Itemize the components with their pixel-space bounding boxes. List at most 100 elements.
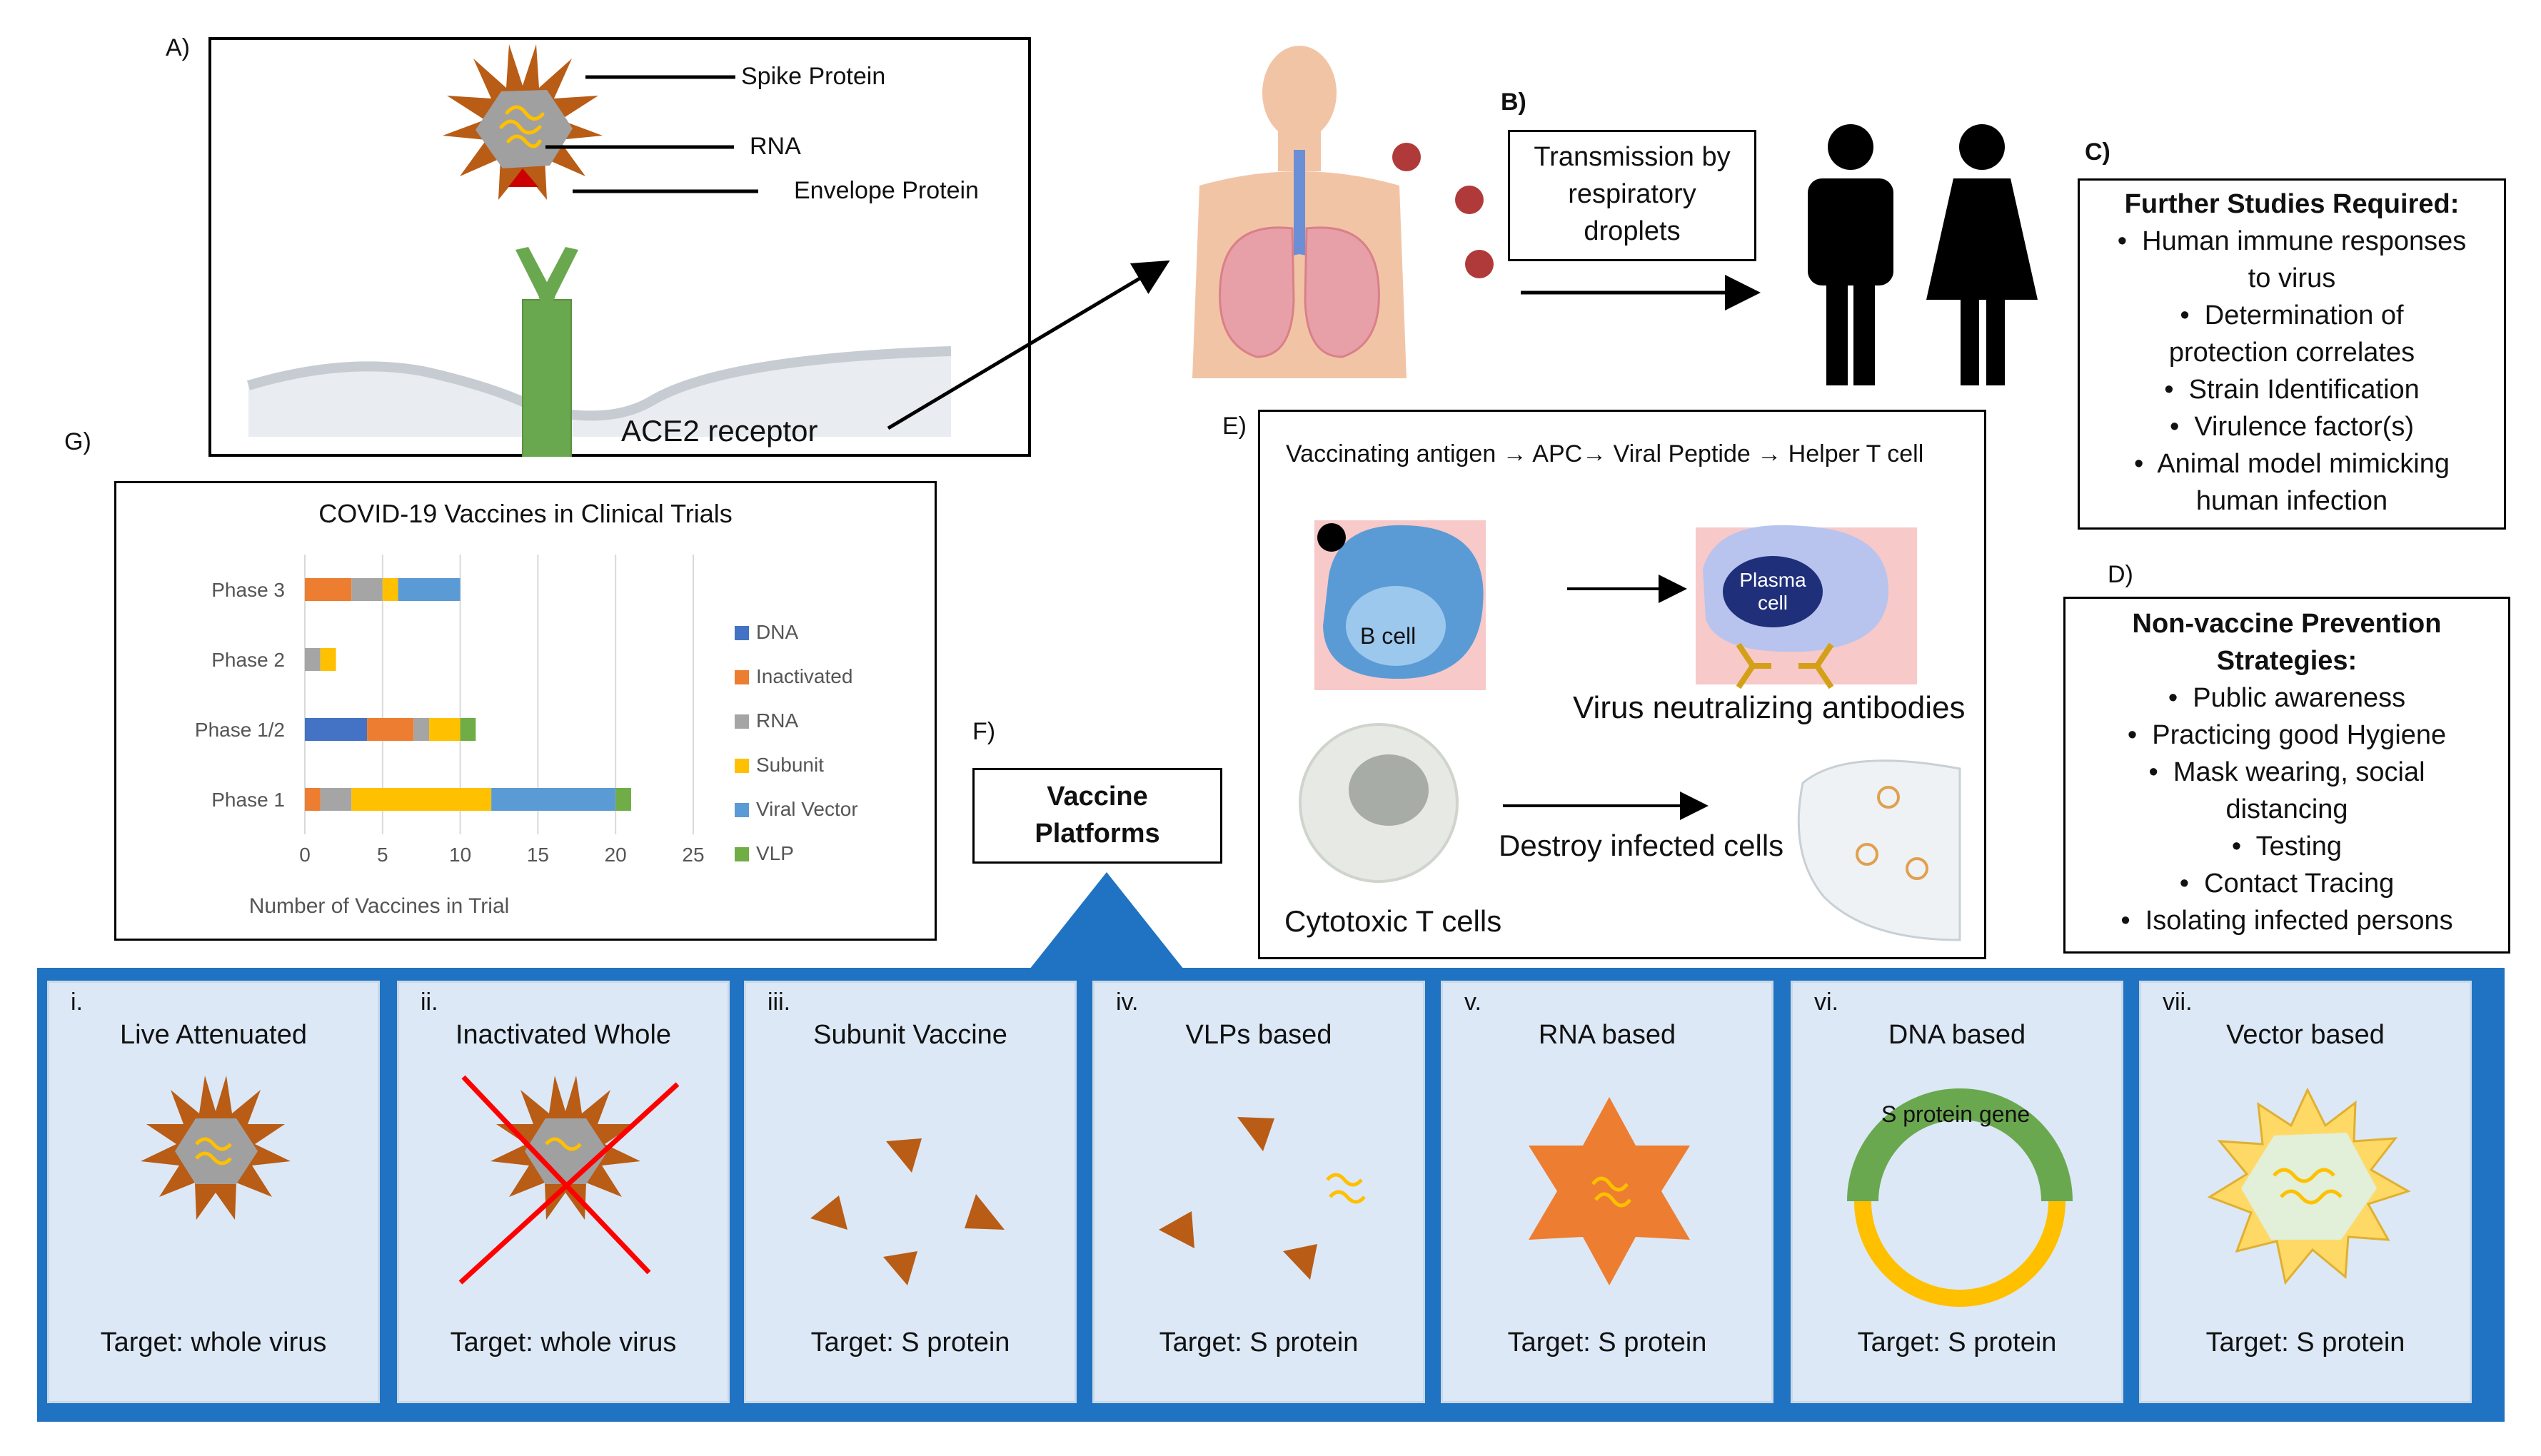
prevention-title-1: Non-vaccine Prevention <box>2132 609 2442 639</box>
envelope-protein-label: Envelope Protein <box>794 177 979 204</box>
transmission-line-1: Transmission by <box>1534 142 1731 172</box>
bar-segment <box>491 788 616 811</box>
rna-label: RNA <box>750 133 801 160</box>
vector-virus-icon <box>2207 1087 2411 1285</box>
x-tick-label: 0 <box>299 844 311 866</box>
vaccine-platform-card: vii. Vector based Target: S protein <box>2139 981 2472 1403</box>
platform-target: Target: S protein <box>810 1328 1010 1358</box>
antigen-pathway: Vaccinating antigen → APC→ Viral Peptide… <box>1286 440 1924 467</box>
vaccine-platforms-box: Vaccine Platforms <box>972 768 1222 864</box>
infected-cell-virus-icons <box>1856 786 1928 880</box>
panel-a-letter: A) <box>166 34 190 61</box>
plasma-cell-label-2: cell <box>1757 592 1788 614</box>
platform-illustration <box>1529 1097 1690 1285</box>
legend-entry: Inactivated <box>756 665 852 687</box>
bar-segment <box>305 648 321 671</box>
vaccine-platforms-title-1: Vaccine <box>1047 782 1148 812</box>
platform-number: v. <box>1464 989 1481 1016</box>
subunit-proteins-icon <box>810 1138 1005 1285</box>
platform-target: Target: S protein <box>1159 1328 1359 1358</box>
chart-xlabel: Number of Vaccines in Trial <box>248 894 510 918</box>
prevention-item: • Public awareness <box>2168 683 2406 713</box>
platform-number: vii. <box>2163 989 2193 1016</box>
vaccine-platforms-title-2: Platforms <box>1035 819 1160 849</box>
transmission-line-2: respiratory <box>1568 179 1696 209</box>
x-tick-label: 15 <box>527 844 549 866</box>
legend-swatch <box>735 803 749 817</box>
vaccine-platform-card: ii. Inactivated Whole Target: whole viru… <box>397 981 730 1403</box>
platform-target: Target: whole virus <box>100 1328 327 1358</box>
bar-segment <box>460 718 476 741</box>
prevention-box: Non-vaccine Prevention Strategies: • Pub… <box>2063 597 2510 954</box>
platform-number: iv. <box>1116 989 1139 1016</box>
platform-number: vi. <box>1814 989 1838 1016</box>
legend-swatch <box>735 714 749 729</box>
x-tick-label: 5 <box>377 844 388 866</box>
bar-segment <box>429 718 461 741</box>
panel-g-letter: G) <box>64 428 91 455</box>
platform-title: Live Attenuated <box>120 1020 307 1050</box>
destroy-infected-cells-label: Destroy infected cells <box>1499 829 1784 862</box>
woman-icon <box>1926 124 2038 385</box>
legend-swatch <box>735 847 749 861</box>
bar-segment <box>413 718 430 741</box>
ace2-receptor-label: ACE2 receptor <box>621 414 818 448</box>
category-label: Phase 1 <box>211 789 285 811</box>
inactivated-virus-icon <box>458 1075 680 1285</box>
platform-title: DNA based <box>1888 1020 2026 1050</box>
platform-title: VLPs based <box>1185 1020 1332 1050</box>
platform-number: iii. <box>768 989 791 1016</box>
category-label: Phase 1/2 <box>195 719 285 741</box>
bar-segment <box>615 788 631 811</box>
panel-d-letter: D) <box>2108 561 2133 588</box>
transmission-line-3: droplets <box>1584 216 1681 246</box>
transmission-box: Transmission by respiratory droplets <box>1508 130 1756 261</box>
antigen-dot <box>1317 523 1346 552</box>
panel-b-letter: B) <box>1501 89 1526 116</box>
x-tick-label: 10 <box>449 844 471 866</box>
further-studies-item: protection correlates <box>2168 338 2415 368</box>
x-tick-label: 25 <box>682 844 704 866</box>
vaccine-platform-card: i. Live Attenuated Target: whole virus <box>47 981 380 1403</box>
chart-title: COVID-19 Vaccines in Clinical Trials <box>318 499 733 528</box>
vaccine-platform-card: v. RNA based Target: S protein <box>1441 981 1773 1403</box>
bar-segment <box>367 718 414 741</box>
prevention-item: • Mask wearing, social <box>2148 757 2425 787</box>
platform-illustration <box>2207 1087 2411 1285</box>
category-label: Phase 3 <box>211 579 285 601</box>
platform-number: i. <box>71 989 83 1016</box>
prevention-item: • Contact Tracing <box>2179 869 2395 899</box>
vlp-icon <box>1159 1117 1366 1280</box>
platform-title: RNA based <box>1538 1020 1676 1050</box>
platform-target: Target: S protein <box>2205 1328 2405 1358</box>
platform-number: ii. <box>421 989 438 1016</box>
platform-target: Target: whole virus <box>450 1328 677 1358</box>
further-studies-title: Further Studies Required: <box>2124 189 2460 219</box>
further-studies-item: • Human immune responses <box>2117 226 2467 256</box>
bar-segment <box>351 578 383 601</box>
legend-swatch <box>735 626 749 640</box>
prevention-item: • Testing <box>2231 831 2343 861</box>
further-studies-item: • Determination of <box>2180 300 2404 330</box>
rna-star-icon <box>1529 1097 1690 1285</box>
immune-cells-illustration <box>1299 520 1961 941</box>
man-icon <box>1808 124 1893 385</box>
prevention-item: distancing <box>2225 794 2348 824</box>
s-protein-gene-label: S protein gene <box>1881 1101 2031 1127</box>
further-studies-item: • Animal model mimicking <box>2134 449 2450 479</box>
bar-segment <box>305 578 352 601</box>
legend-entry: Viral Vector <box>756 798 858 820</box>
panel-f-letter: F) <box>972 718 996 745</box>
further-studies-item: human infection <box>2195 486 2388 516</box>
platform-illustration <box>1847 1088 2073 1307</box>
prevention-item: • Isolating infected persons <box>2120 906 2453 936</box>
platform-target: Target: S protein <box>1857 1328 2057 1358</box>
droplet-virus-icons <box>1392 143 1494 278</box>
panel-e-letter: E) <box>1222 413 1247 440</box>
platform-illustration <box>141 1076 291 1220</box>
plasmid-icon <box>1847 1088 2073 1307</box>
further-studies-item: • Strain Identification <box>2164 375 2420 405</box>
legend-entry: Subunit <box>756 754 824 776</box>
antibody-icons <box>1736 642 1834 689</box>
